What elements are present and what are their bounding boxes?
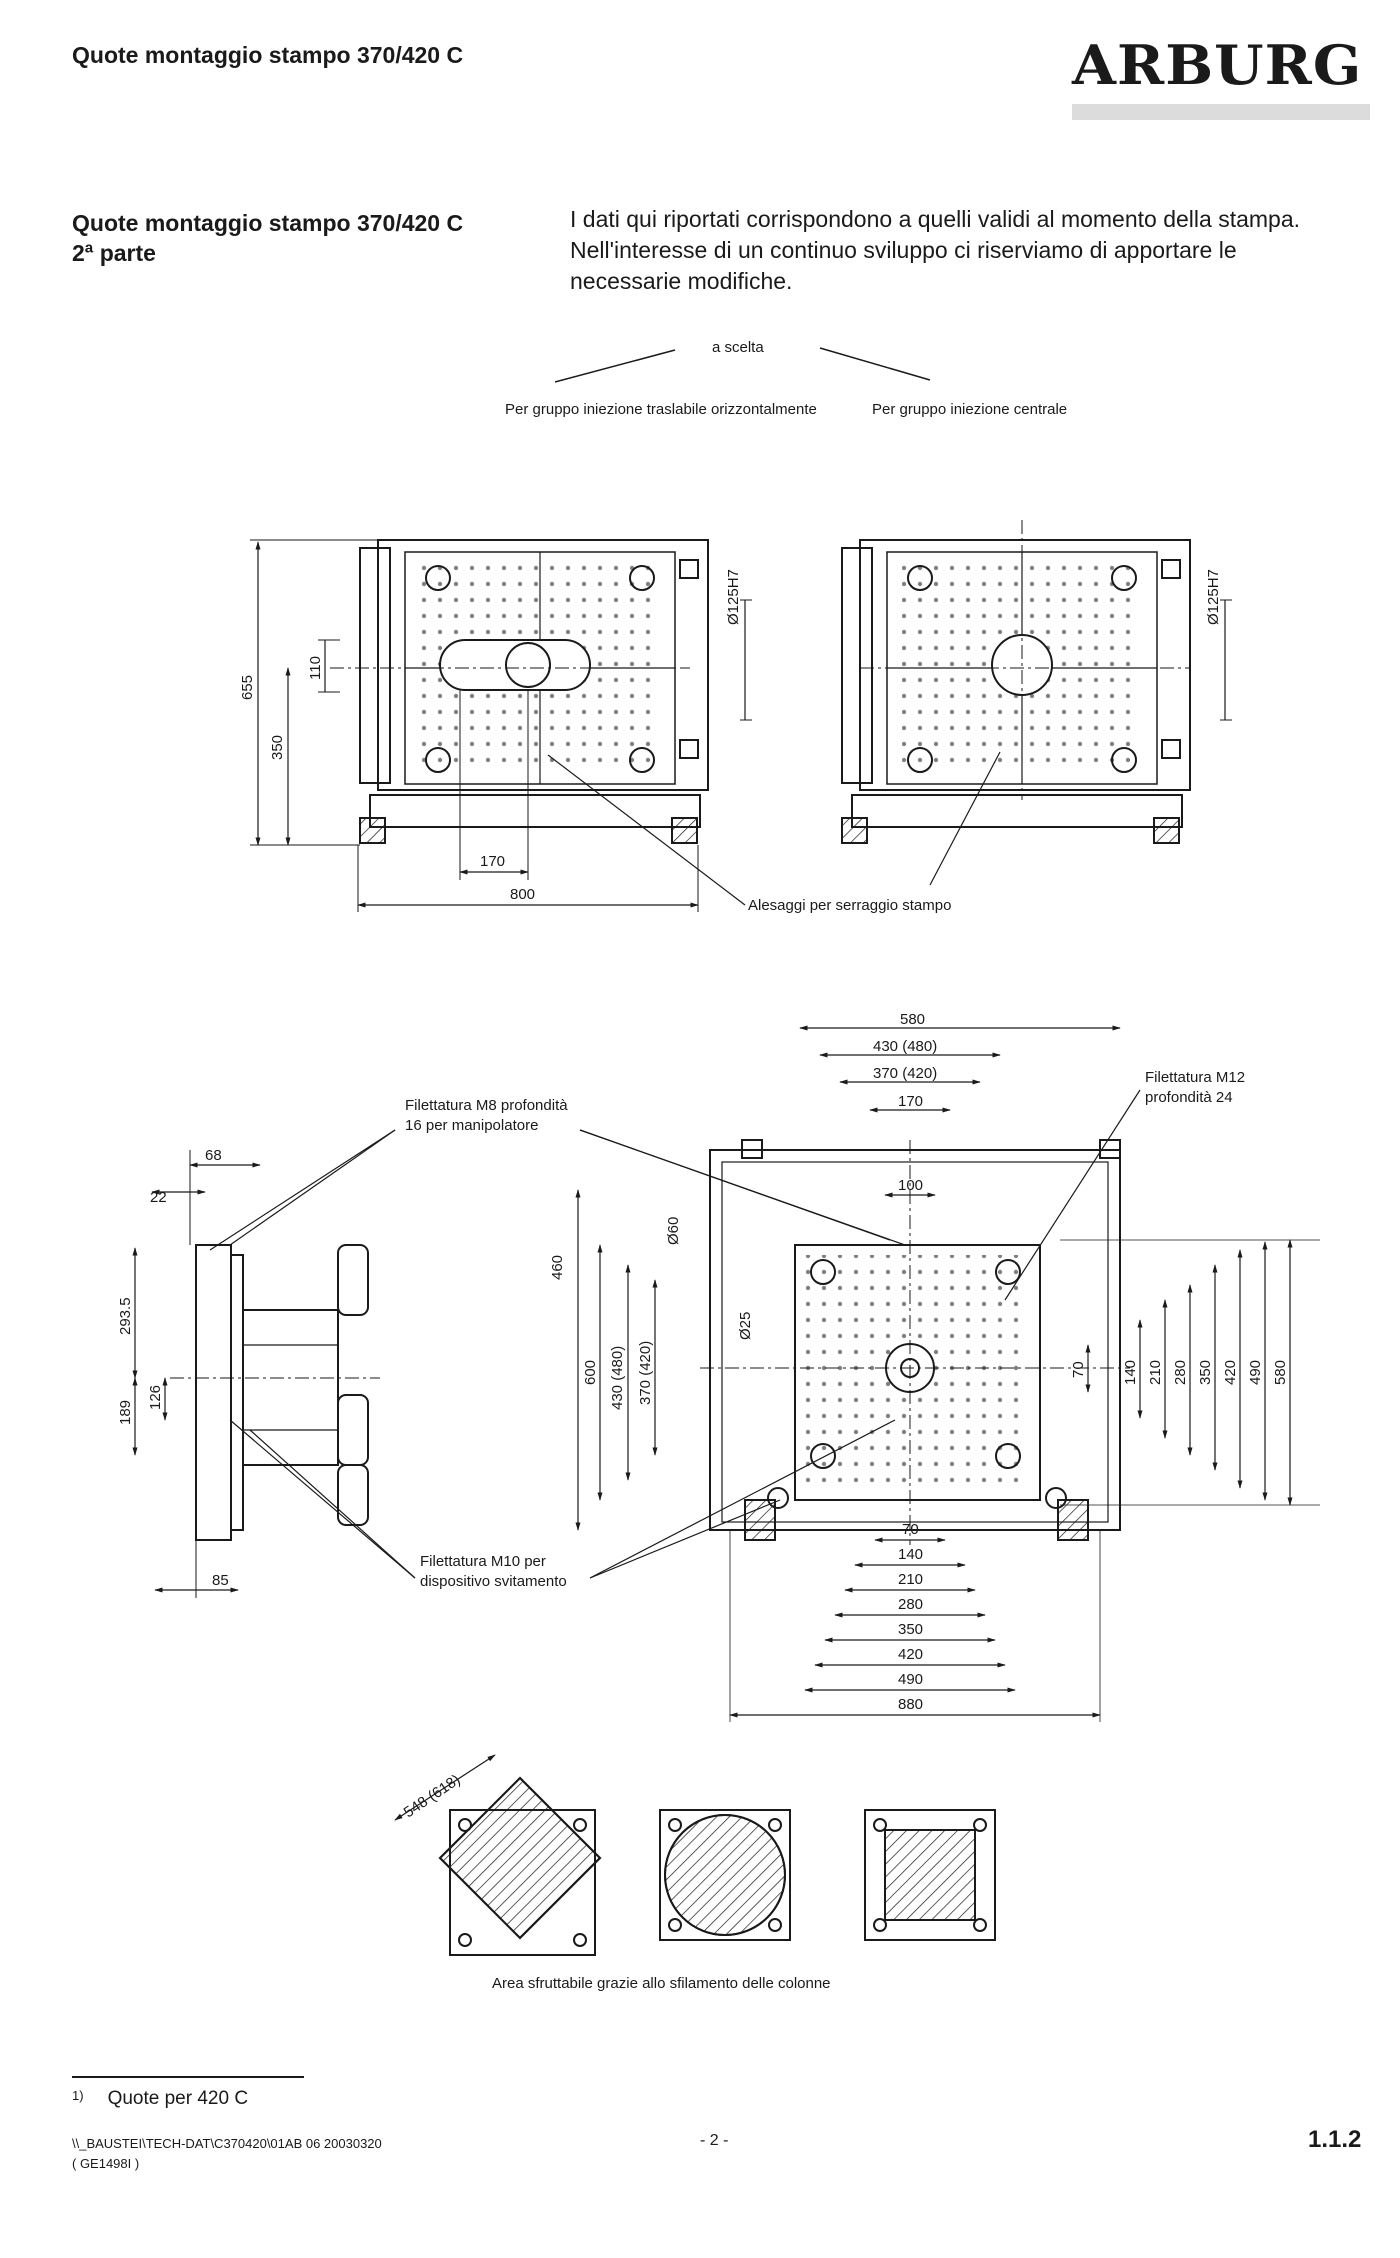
dim-bottom-420: 420	[898, 1646, 923, 1663]
section-title: Quote montaggio stampo 370/420 C 2ª part…	[72, 208, 552, 268]
choice-label: a scelta	[712, 339, 764, 356]
front-view	[700, 1139, 1130, 1545]
thread-m12-line2: profondità 24	[1145, 1089, 1233, 1106]
thread-m8-line2: 16 per manipolatore	[405, 1117, 538, 1134]
bore-right-label: Ø125H7	[1205, 569, 1222, 625]
dim-350: 350	[269, 735, 286, 760]
document-path-line1: \\_BAUSTEI\TECH-DAT\C370420\01AB 06 2003…	[72, 2136, 382, 2151]
dim-655: 655	[239, 675, 256, 700]
thread-m8-line1: Filettatura M8 profondità	[405, 1097, 568, 1114]
dim-top-430: 430 (480)	[873, 1038, 937, 1055]
dim-right-350: 350	[1197, 1360, 1214, 1385]
clamp-holes-label: Alesaggi per serraggio stampo	[748, 897, 951, 914]
arburg-logo: ARBURG	[1072, 33, 1363, 97]
footnote-mark: 1)	[72, 2088, 84, 2103]
section-title-line2: 2ª parte	[72, 240, 156, 266]
document-path-line2: ( GE1498I )	[72, 2156, 140, 2171]
dim-right-140: 140	[1122, 1360, 1139, 1385]
thread-m10-line1: Filettatura M10 per	[420, 1553, 546, 1570]
dim-bottom-280: 280	[898, 1596, 923, 1613]
dim-170: 170	[480, 853, 505, 870]
dim-right-490: 490	[1247, 1360, 1264, 1385]
platen-right-view	[841, 520, 1232, 844]
dim-right-280: 280	[1172, 1360, 1189, 1385]
dim-left-370: 370 (420)	[637, 1341, 654, 1405]
section-number: 1.1.2	[1308, 2126, 1362, 2153]
dim-top-170: 170	[898, 1093, 923, 1110]
dim-bottom-70: 70	[902, 1521, 919, 1538]
dim-bottom-210: 210	[898, 1571, 923, 1588]
dim-top-100: 100	[898, 1177, 923, 1194]
thread-m12-line1: Filettatura M12	[1145, 1069, 1245, 1086]
footnote-text: Quote per 420 C	[107, 2088, 249, 2109]
dim-top-580: 580	[900, 1011, 925, 1028]
dim-800: 800	[510, 886, 535, 903]
intro-paragraph: I dati qui riportati corrispondono a que…	[570, 206, 1301, 294]
dim-side-293: 293.5	[117, 1297, 134, 1335]
dim-phi60: Ø60	[665, 1217, 682, 1245]
usable-area-rotated	[394, 1754, 602, 1956]
dim-110: 110	[307, 656, 324, 680]
dim-right-420: 420	[1222, 1360, 1239, 1385]
side-view	[132, 1150, 380, 1598]
section-title-line1: Quote montaggio stampo 370/420 C	[72, 210, 464, 236]
dim-side-126: 126	[147, 1385, 164, 1410]
thread-m10-line2: dispositivo svitamento	[420, 1573, 567, 1590]
usable-area-round	[659, 1809, 791, 1941]
dim-diagonal: 548 (618)	[401, 1771, 464, 1821]
dim-bottom-490: 490	[898, 1671, 923, 1688]
dim-side-22: 22	[150, 1189, 167, 1206]
document-path: \\_BAUSTEI\TECH-DAT\C370420\01AB 06 2003…	[72, 2134, 382, 2174]
dim-right-580: 580	[1272, 1360, 1289, 1385]
logo-underline-bar	[1072, 104, 1370, 120]
dim-bottom-880: 880	[898, 1696, 923, 1713]
dim-left-430: 430 (480)	[609, 1346, 626, 1410]
dim-right-70: 70	[1070, 1361, 1087, 1378]
right-injection-caption: Per gruppo iniezione centrale	[872, 401, 1067, 418]
dim-bottom-350: 350	[898, 1621, 923, 1638]
page-header-title: Quote montaggio stampo 370/420 C	[72, 42, 464, 68]
dim-left-460: 460	[549, 1255, 566, 1280]
dim-bottom-140: 140	[898, 1546, 923, 1563]
dim-left-600: 600	[582, 1360, 599, 1385]
dim-phi25: Ø25	[737, 1312, 754, 1340]
dim-side-68: 68	[205, 1147, 222, 1164]
page-number: - 2 -	[700, 2132, 729, 2149]
left-injection-caption: Per gruppo iniezione traslabile orizzont…	[505, 401, 817, 418]
dim-right-210: 210	[1147, 1360, 1164, 1385]
bore-left-label: Ø125H7	[725, 569, 742, 625]
dim-top-370: 370 (420)	[873, 1065, 937, 1082]
platen-left-view	[250, 539, 752, 912]
usable-area-square	[864, 1809, 996, 1941]
usable-area-caption: Area sfruttabile grazie allo sfilamento …	[492, 1975, 831, 1992]
footnote-separator	[72, 2076, 304, 2078]
dim-side-85: 85	[212, 1572, 229, 1589]
footnote: 1) Quote per 420 C	[72, 2088, 248, 2110]
dim-side-189: 189	[117, 1400, 134, 1425]
